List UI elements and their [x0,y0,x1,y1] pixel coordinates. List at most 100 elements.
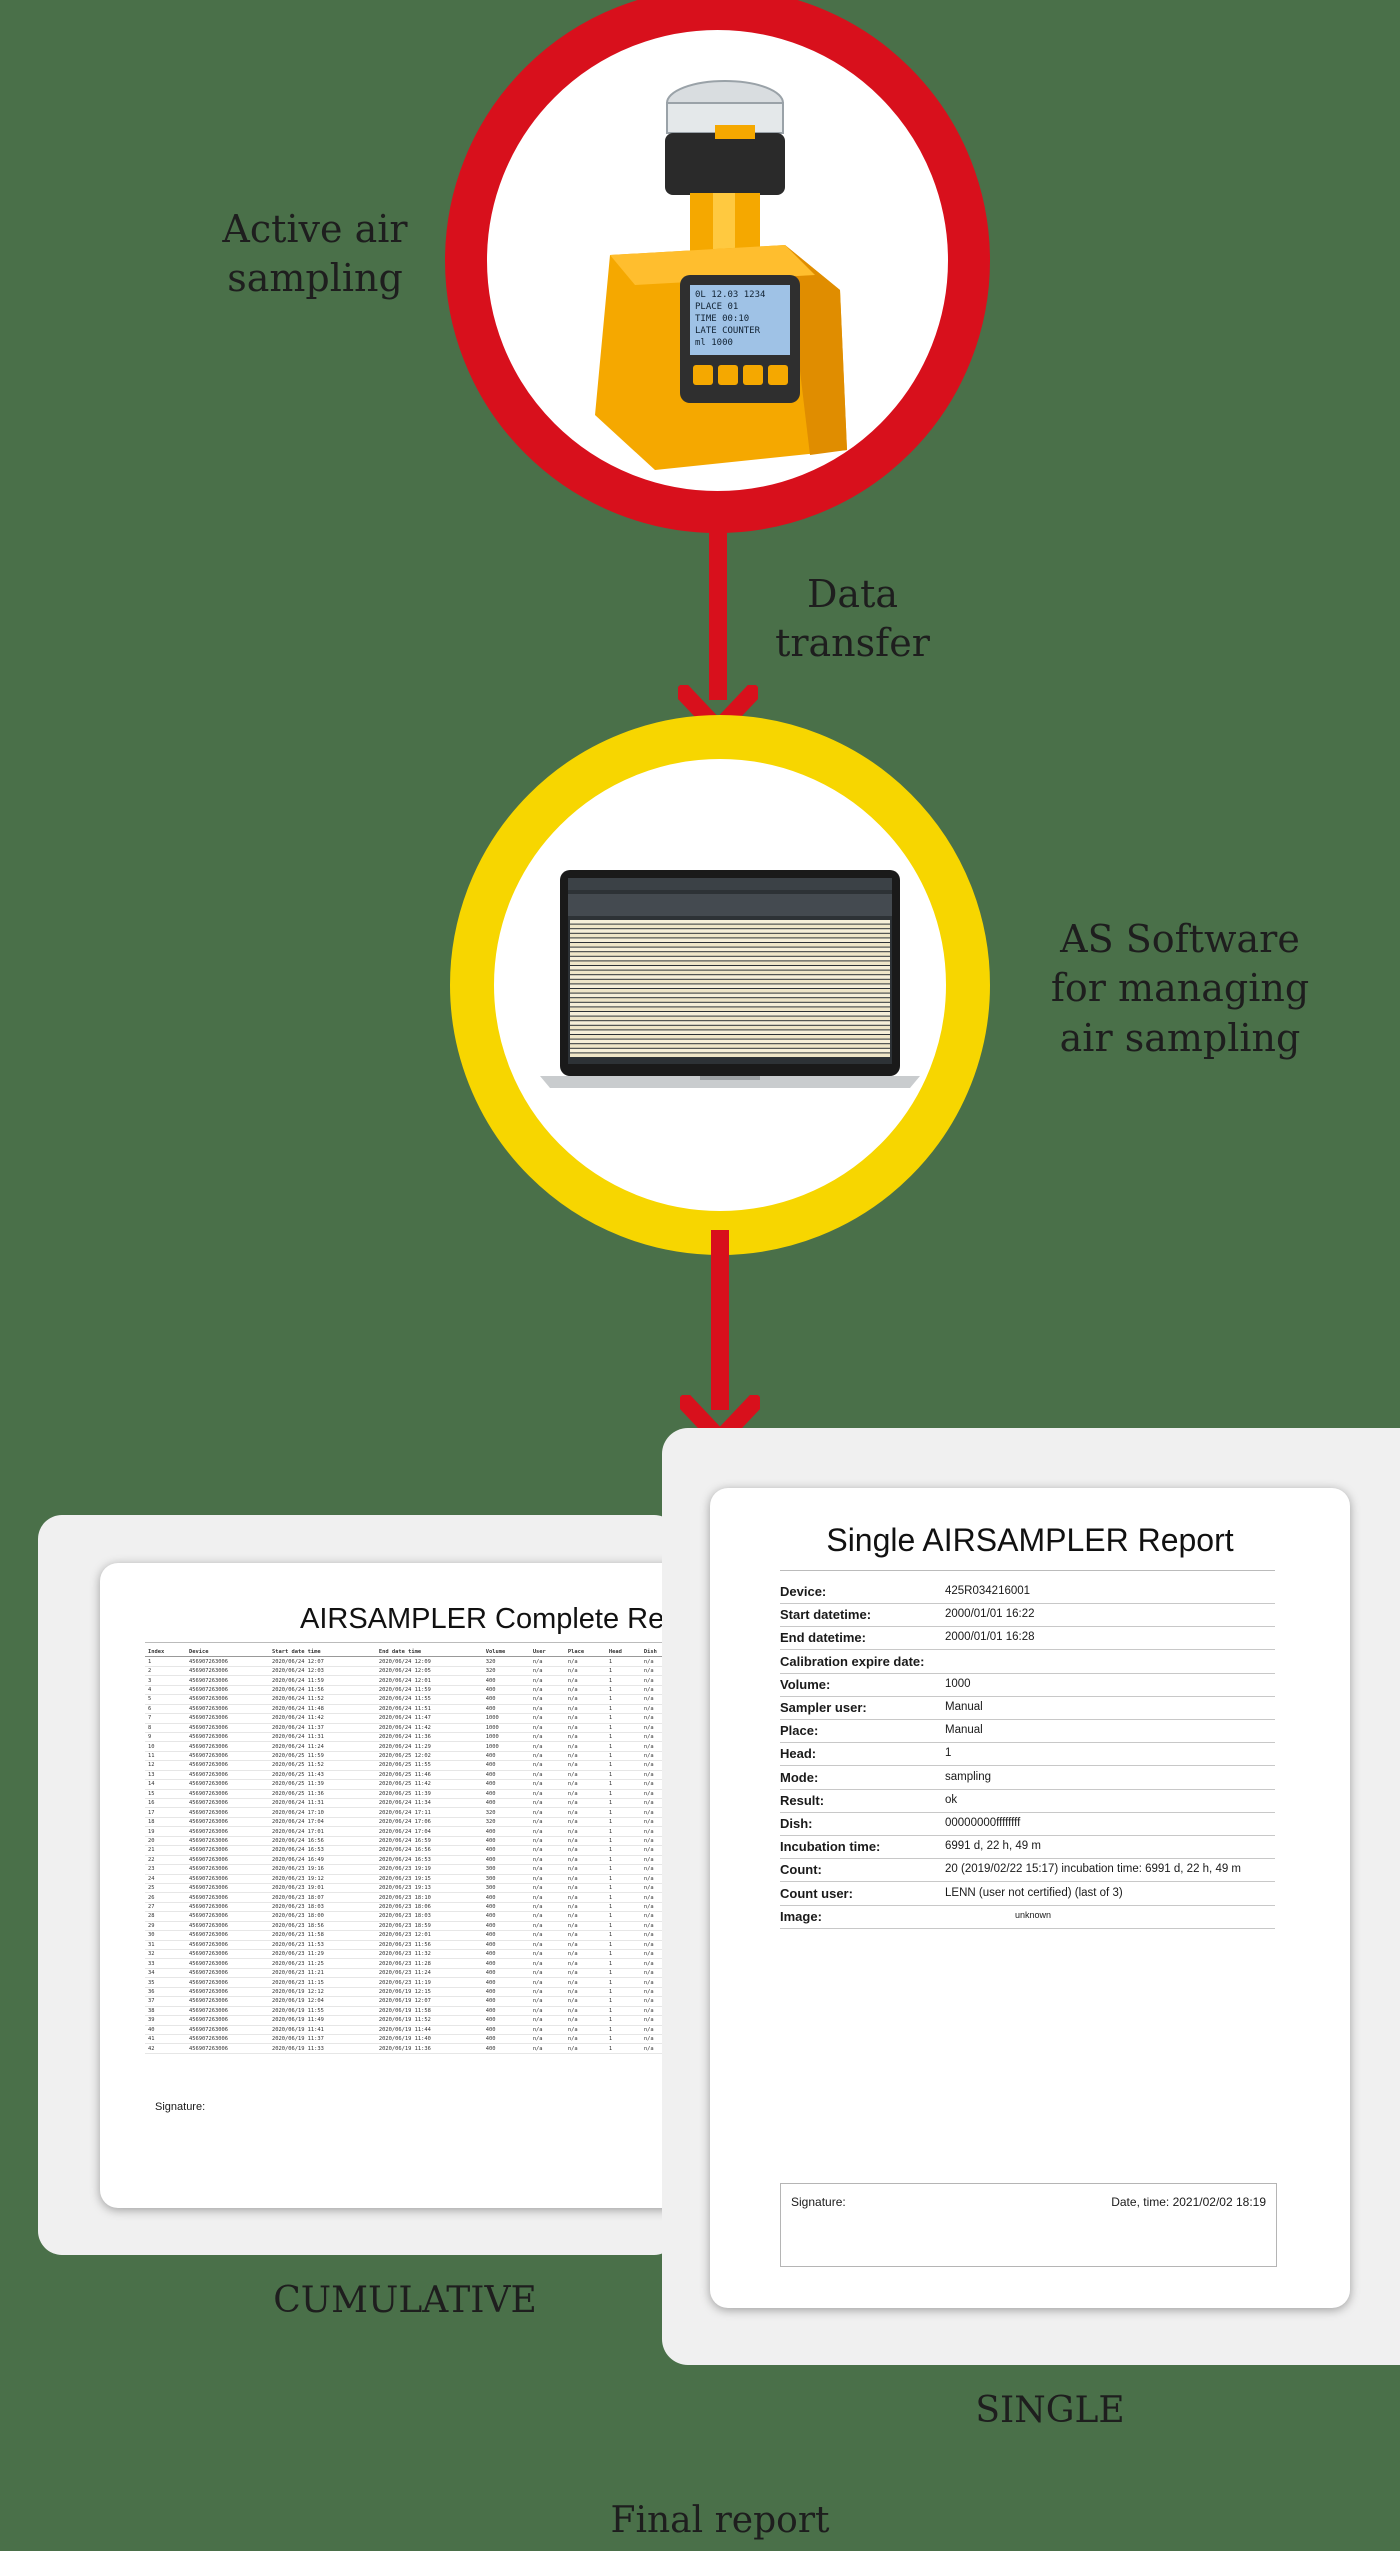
table-row: 114569072630062020/06/25 11:592020/06/25… [145,1751,720,1760]
table-cell: 2020/06/24 16:49 [269,1855,376,1864]
report-field-value: 425R034216001 [945,1585,1030,1597]
table-row: 94569072630062020/06/24 11:312020/06/24 … [145,1732,720,1741]
table-cell: 456907263006 [186,1865,269,1874]
table-cell: 1 [606,1808,641,1817]
table-cell: n/a [530,2016,565,2025]
table-cell: 2020/06/24 16:56 [376,1846,483,1855]
laptop-screen-row [570,920,890,924]
cumulative-column-header: Place [565,1648,606,1657]
report-field-label: Count user: [780,1886,853,1901]
table-cell: 320 [483,1657,530,1666]
table-cell: 1 [606,1836,641,1845]
report-field-value: 00000000ffffffff [945,1817,1020,1829]
table-cell: 456907263006 [186,1714,269,1723]
table-cell: 33 [145,1959,186,1968]
report-field-value: 20 (2019/02/22 15:17) incubation time: 6… [945,1863,1241,1875]
table-row: 64569072630062020/06/24 11:482020/06/24 … [145,1704,720,1713]
table-cell: 11 [145,1751,186,1760]
table-cell: n/a [530,1912,565,1921]
table-cell: 1 [606,2006,641,2015]
table-cell: n/a [530,1827,565,1836]
laptop-screen-row [570,925,890,929]
table-cell: 400 [483,1959,530,1968]
table-cell: 456907263006 [186,1931,269,1940]
report-field-value: 6991 d, 22 h, 49 m [945,1840,1041,1852]
table-cell: 26 [145,1893,186,1902]
table-cell: 400 [483,2025,530,2034]
table-cell: n/a [530,1676,565,1685]
table-cell: 1 [606,1855,641,1864]
table-cell: 24 [145,1874,186,1883]
table-cell: 456907263006 [186,1940,269,1949]
report-field-row: Head:1 [780,1742,1275,1766]
table-cell: 1 [606,1666,641,1675]
table-cell: 456907263006 [186,1997,269,2006]
table-cell: 456907263006 [186,1912,269,1921]
table-cell: n/a [565,1789,606,1798]
table-cell: 456907263006 [186,1704,269,1713]
table-cell: 400 [483,2034,530,2043]
table-cell: 2020/06/25 11:55 [376,1761,483,1770]
table-cell: 2020/06/23 11:28 [376,1959,483,1968]
report-field-value: unknown [1015,1910,1051,1920]
table-cell: n/a [530,1723,565,1732]
table-cell: n/a [565,1657,606,1666]
table-cell: 2020/06/24 11:34 [376,1799,483,1808]
report-field-row: Start datetime:2000/01/01 16:22 [780,1603,1275,1627]
table-cell: 1 [606,1931,641,1940]
report-field-row: End datetime:2000/01/01 16:28 [780,1626,1275,1650]
table-cell: 400 [483,1676,530,1685]
table-cell: 38 [145,2006,186,2015]
table-cell: 2020/06/19 11:44 [376,2025,483,2034]
table-cell: 400 [483,1799,530,1808]
table-cell: 456907263006 [186,1666,269,1675]
table-cell: n/a [530,1789,565,1798]
table-cell: 6 [145,1704,186,1713]
table-cell: 2020/06/23 19:12 [269,1874,376,1883]
table-cell: n/a [530,1883,565,1892]
table-cell: 456907263006 [186,1950,269,1959]
table-cell: 1 [606,1874,641,1883]
table-cell: 400 [483,1780,530,1789]
report-field-value: ok [945,1794,957,1806]
table-cell: n/a [565,1940,606,1949]
table-cell: 19 [145,1827,186,1836]
table-cell: 1 [606,1883,641,1892]
table-row: 214569072630062020/06/24 16:532020/06/24… [145,1846,720,1855]
caption-final-report: Final report [520,2500,920,2541]
table-row: 424569072630062020/06/19 11:332020/06/19… [145,2044,720,2053]
table-row: 44569072630062020/06/24 11:562020/06/24 … [145,1685,720,1694]
table-cell: 1 [606,1987,641,1996]
table-cell: 2020/06/24 16:56 [269,1836,376,1845]
table-cell: 456907263006 [186,2044,269,2053]
table-cell: n/a [565,1997,606,2006]
table-cell: 2020/06/24 12:05 [376,1666,483,1675]
cumulative-signature-label: Signature: [155,2101,205,2113]
table-cell: 1 [606,1761,641,1770]
table-cell: n/a [530,1968,565,1977]
table-cell: 400 [483,1770,530,1779]
table-cell: 2020/06/23 11:58 [269,1931,376,1940]
table-row: 224569072630062020/06/24 16:492020/06/24… [145,1855,720,1864]
table-cell: 2020/06/23 18:59 [376,1921,483,1930]
table-cell: 2020/06/23 19:13 [376,1883,483,1892]
table-cell: 2020/06/24 11:48 [269,1704,376,1713]
table-cell: 31 [145,1940,186,1949]
laptop-screen-row [570,975,890,979]
table-cell: 400 [483,1902,530,1911]
table-cell: 2020/06/19 11:36 [376,2044,483,2053]
table-cell: 2020/06/23 18:00 [269,1912,376,1921]
table-cell: 2020/06/25 11:42 [376,1780,483,1789]
table-cell: 10 [145,1742,186,1751]
table-cell: 456907263006 [186,1685,269,1694]
table-cell: 2020/06/23 18:06 [376,1902,483,1911]
laptop-screen-row [570,952,890,956]
table-cell: 2020/06/24 17:04 [376,1827,483,1836]
table-cell: 1000 [483,1723,530,1732]
table-cell: 2020/06/24 17:04 [269,1817,376,1826]
step-software-label: AS Software for managing air sampling [1040,915,1320,1063]
table-cell: n/a [565,2016,606,2025]
table-cell: 1 [606,1780,641,1789]
table-cell: 42 [145,2044,186,2053]
table-cell: 2020/06/19 11:40 [376,2034,483,2043]
